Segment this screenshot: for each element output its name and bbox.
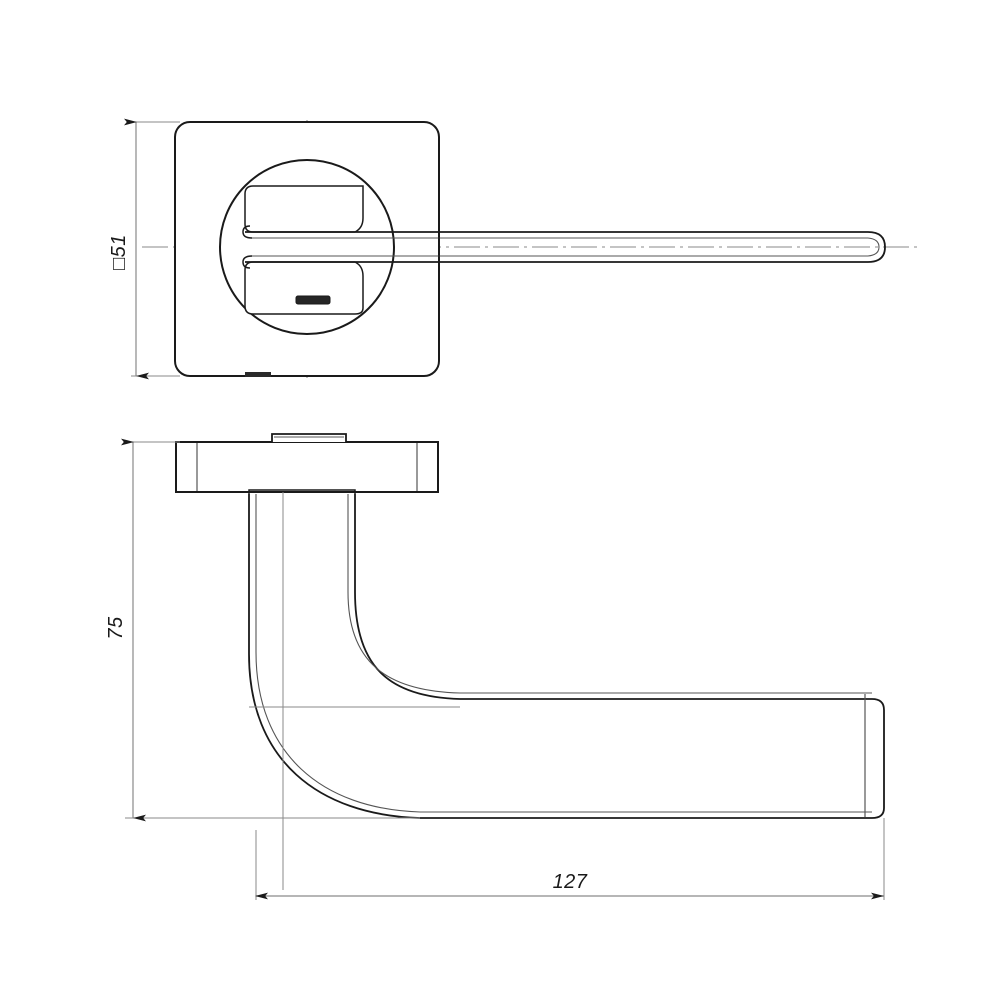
lever-outer-curve-chamfer	[255, 651, 421, 813]
lever-right-end-cap-chamfer	[867, 237, 880, 257]
lever-right-end-cap-outer	[867, 231, 886, 263]
lever-outer-curve-outer	[248, 653, 421, 819]
lever-inner-curve-outer	[354, 591, 461, 700]
top-view-group: □51	[108, 118, 918, 380]
lever-inner-curve-chamfer	[347, 591, 461, 694]
lever-side-end-cap	[871, 698, 885, 819]
rose-spindle-tab	[295, 295, 331, 305]
dimension-label-handle-projection-length: 127	[553, 871, 588, 893]
rose-inner-lower-shape	[244, 261, 364, 315]
dimension-label-handle-height: 75	[105, 616, 127, 640]
lever-left-cap-upper	[242, 225, 253, 239]
side-rose-plate-top-tab	[271, 433, 347, 442]
side-rose-plate-body	[175, 441, 439, 493]
rose-inner-upper-shape	[244, 185, 364, 233]
side-view-group: 75 127	[105, 433, 885, 900]
lever-left-cap-lower	[242, 255, 253, 269]
rose-plate-bottom-notch	[245, 372, 271, 377]
dimension-label-rose-square-size: □51	[108, 234, 130, 270]
neck-shoulder-line	[248, 489, 356, 494]
